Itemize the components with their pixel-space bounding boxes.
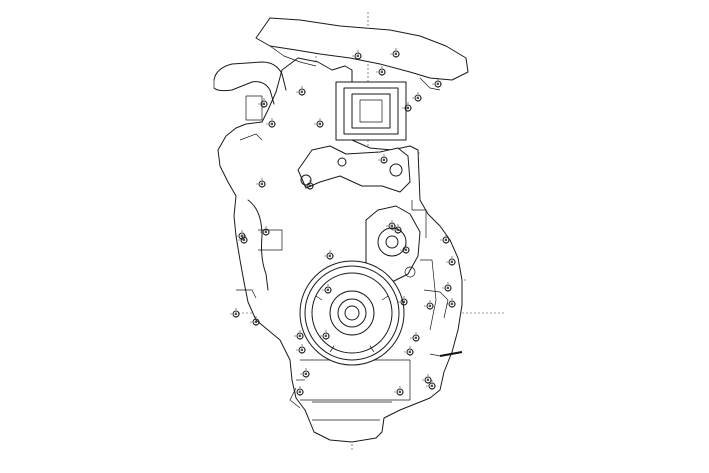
bolt-heads <box>230 48 458 398</box>
alternator <box>365 205 421 283</box>
detail-lines <box>236 133 449 409</box>
valve-cover <box>255 17 469 91</box>
intake-pipe <box>213 61 287 121</box>
dipstick <box>429 351 463 357</box>
crankshaft-pulley <box>299 260 405 366</box>
throttle-body <box>335 81 407 141</box>
